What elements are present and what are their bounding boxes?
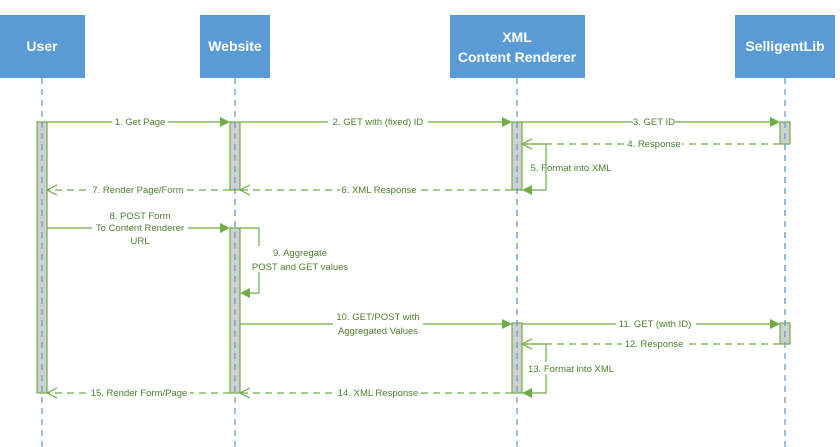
message-14-label: 14. XML Response — [338, 388, 418, 399]
arrowhead-icon — [502, 319, 512, 329]
message-9-self: 9. Aggregate POST and GET values — [240, 227, 349, 298]
message-1: 1. Get Page — [47, 115, 230, 128]
participant-website-label: Website — [208, 38, 262, 54]
participant-selligentlib-label: SelligentLib — [745, 38, 824, 54]
message-6: 6. XML Response — [238, 183, 512, 196]
message-14: 14. XML Response — [238, 386, 512, 399]
message-10: 10. GET/POST with Aggregated Values — [240, 311, 512, 337]
arrowhead-icon — [770, 117, 780, 127]
participant-user-label: User — [26, 38, 58, 54]
message-9-label-line1: 9. Aggregate — [273, 248, 327, 259]
message-7-label: 7. Render Page/Form — [92, 185, 183, 196]
message-15-label: 15. Render Form/Page — [91, 388, 188, 399]
message-8-label-line2: To Content Renderer — [96, 223, 184, 234]
message-10-label-line2: Aggregated Values — [338, 326, 418, 337]
message-8: 8. POST Form To Content Renderer URL — [47, 208, 230, 247]
open-arrowhead-icon — [238, 387, 251, 399]
message-1-label: 1. Get Page — [115, 117, 166, 128]
arrowhead-icon — [522, 388, 532, 398]
message-3-label: 3. GET ID — [633, 117, 675, 128]
message-2: 2. GET with (fixed) ID — [240, 115, 512, 128]
open-arrowhead-icon — [45, 387, 58, 399]
message-13-label: 13. Format into XML — [528, 364, 614, 375]
message-7: 7. Render Page/Form — [45, 183, 230, 196]
message-10-label-line1: 10. GET/POST with — [336, 312, 419, 323]
message-11-label: 11. GET (with ID) — [619, 319, 692, 330]
participant-xml-label-line2: Content Renderer — [458, 49, 577, 65]
arrowhead-icon — [220, 117, 230, 127]
message-12-label: 12. Response — [625, 339, 684, 350]
message-8-label-line1: 8. POST Form — [109, 211, 170, 222]
message-2-label: 2. GET with (fixed) ID — [333, 117, 424, 128]
open-arrowhead-icon — [45, 184, 58, 196]
participant-user: User — [0, 15, 85, 78]
message-11: 11. GET (with ID) — [522, 318, 780, 330]
arrowhead-icon — [502, 117, 512, 127]
participant-selligentlib: SelligentLib — [735, 15, 835, 78]
arrowhead-icon — [220, 223, 230, 233]
arrowhead-icon — [770, 319, 780, 329]
message-4-label: 4. Response — [627, 139, 680, 150]
participant-xml-label-line1: XML — [502, 29, 532, 45]
message-8-label-line3: URL — [130, 236, 149, 247]
message-13-self: 13. Format into XML — [522, 343, 616, 398]
arrowhead-icon — [522, 185, 532, 195]
message-5-label: 5. Format into XML — [531, 163, 612, 174]
message-4: 4. Response — [520, 137, 780, 150]
message-12: 12. Response — [520, 337, 780, 350]
message-15: 15. Render Form/Page — [45, 386, 230, 399]
participant-website: Website — [200, 15, 270, 78]
participant-xml-content-renderer: XML Content Renderer — [450, 15, 585, 78]
open-arrowhead-icon — [238, 184, 251, 196]
message-9-label-line2: POST and GET values — [252, 262, 349, 273]
message-6-label: 6. XML Response — [341, 185, 416, 196]
message-5-self: 5. Format into XML — [522, 143, 612, 195]
arrowhead-icon — [240, 288, 250, 298]
message-3: 3. GET ID — [522, 115, 780, 128]
